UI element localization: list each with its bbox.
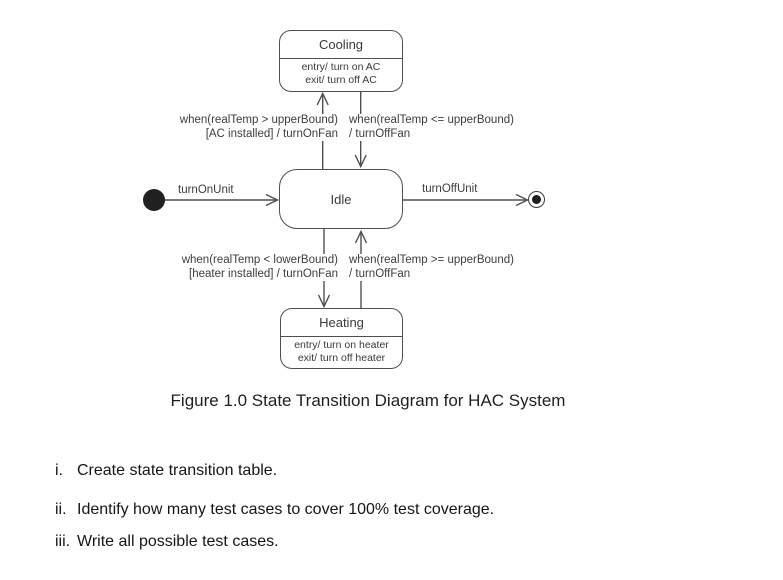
state-heating: Heating entry/ turn on heater exit/ turn…	[280, 308, 403, 369]
arrow-idle-to-final	[403, 193, 530, 207]
task-marker: i.	[55, 462, 63, 479]
state-cooling-actions: entry/ turn on AC exit/ turn off AC	[280, 58, 402, 86]
guard-line: when(realTemp < lowerBound)	[181, 254, 338, 266]
task-item-2: ii. Identify how many test cases to cove…	[55, 500, 494, 519]
guard-line: when(realTemp > upperBound)	[179, 114, 338, 126]
state-idle: Idle	[279, 169, 403, 229]
transition-label-heating-to-idle: when(realTemp >= upperBound) / turnOffFa…	[349, 254, 554, 281]
transition-label-cooling-to-idle: when(realTemp <= upperBound) / turnOffFa…	[349, 114, 554, 141]
action-line: / turnOffFan	[349, 127, 411, 140]
task-marker: iii.	[55, 533, 71, 550]
state-cooling-exit: exit/ turn off AC	[305, 73, 377, 86]
final-state-inner-dot	[532, 195, 541, 204]
task-marker: ii.	[55, 501, 67, 518]
figure-caption: Figure 1.0 State Transition Diagram for …	[170, 391, 566, 410]
state-idle-title: Idle	[330, 191, 352, 207]
state-cooling-title: Cooling	[318, 37, 364, 52]
final-state-node	[528, 191, 545, 208]
guard-line: when(realTemp >= upperBound)	[349, 254, 514, 266]
state-heating-actions: entry/ turn on heater exit/ turn off hea…	[281, 336, 402, 364]
transition-label-idle-to-heating: when(realTemp < lowerBound) [heater inst…	[140, 254, 338, 281]
state-cooling: Cooling entry/ turn on AC exit/ turn off…	[279, 30, 403, 92]
action-line: / turnOffFan	[349, 267, 411, 280]
transition-label-turn-off-unit: turnOffUnit	[422, 183, 478, 195]
transition-label-turn-on-unit: turnOnUnit	[178, 184, 234, 196]
transition-label-idle-to-cooling: when(realTemp > upperBound) [AC installe…	[140, 114, 338, 141]
state-cooling-entry: entry/ turn on AC	[301, 61, 381, 73]
state-heating-entry: entry/ turn on heater	[294, 339, 389, 351]
task-text: Create state transition table.	[77, 462, 278, 479]
action-line: [AC installed] / turnOnFan	[205, 127, 338, 140]
initial-state-node	[143, 189, 165, 211]
task-text: Identify how many test cases to cover 10…	[77, 501, 495, 518]
guard-line: when(realTemp <= upperBound)	[349, 114, 514, 126]
task-item-3: iii. Write all possible test cases.	[55, 532, 279, 551]
task-text: Write all possible test cases.	[77, 533, 279, 550]
task-item-1: i. Create state transition table.	[55, 461, 277, 480]
state-heating-title: Heating	[319, 315, 364, 330]
action-line: [heater installed] / turnOnFan	[189, 267, 338, 280]
arrow-initial-to-idle	[164, 193, 280, 207]
state-heating-exit: exit/ turn off heater	[297, 351, 386, 364]
